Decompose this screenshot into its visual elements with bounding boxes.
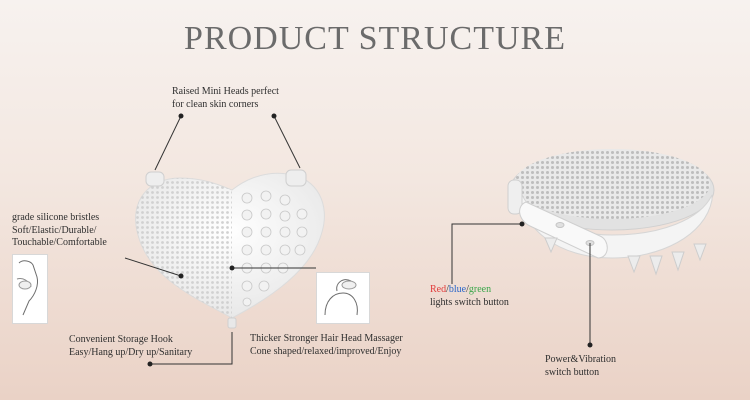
- callout-lines: [124, 115, 591, 365]
- caption-mini-heads: Raised Mini Heads perfect for clean skin…: [172, 86, 279, 110]
- usage-inset-head: [316, 272, 370, 324]
- brush-side-view: [507, 149, 715, 276]
- massager-cones: [241, 190, 308, 307]
- callout-dots: [147, 113, 593, 367]
- storage-hook: [227, 317, 237, 329]
- green-label: green: [468, 284, 492, 295]
- page-title: PRODUCT STRUCTURE: [184, 20, 566, 57]
- lights-switch-button: [555, 222, 565, 228]
- caption-storage-hook: Convenient Storage Hook Easy/Hang up/Dry…: [69, 334, 193, 358]
- caption-lights-switch: Red/blue/green lights switch button: [430, 284, 509, 308]
- caption-massager: Thicker Stronger Hair Head Massager Cone…: [250, 333, 403, 357]
- brush-front-view: [135, 169, 325, 329]
- caption-bristles: grade silicone bristles Soft/Elastic/Dur…: [12, 212, 107, 248]
- usage-inset-hand: [12, 254, 48, 324]
- caption-power-button: Power&Vibration switch button: [545, 354, 617, 378]
- raised-mini-heads: [145, 169, 307, 187]
- blue-label: blue: [448, 284, 467, 295]
- red-label: Red: [430, 284, 447, 295]
